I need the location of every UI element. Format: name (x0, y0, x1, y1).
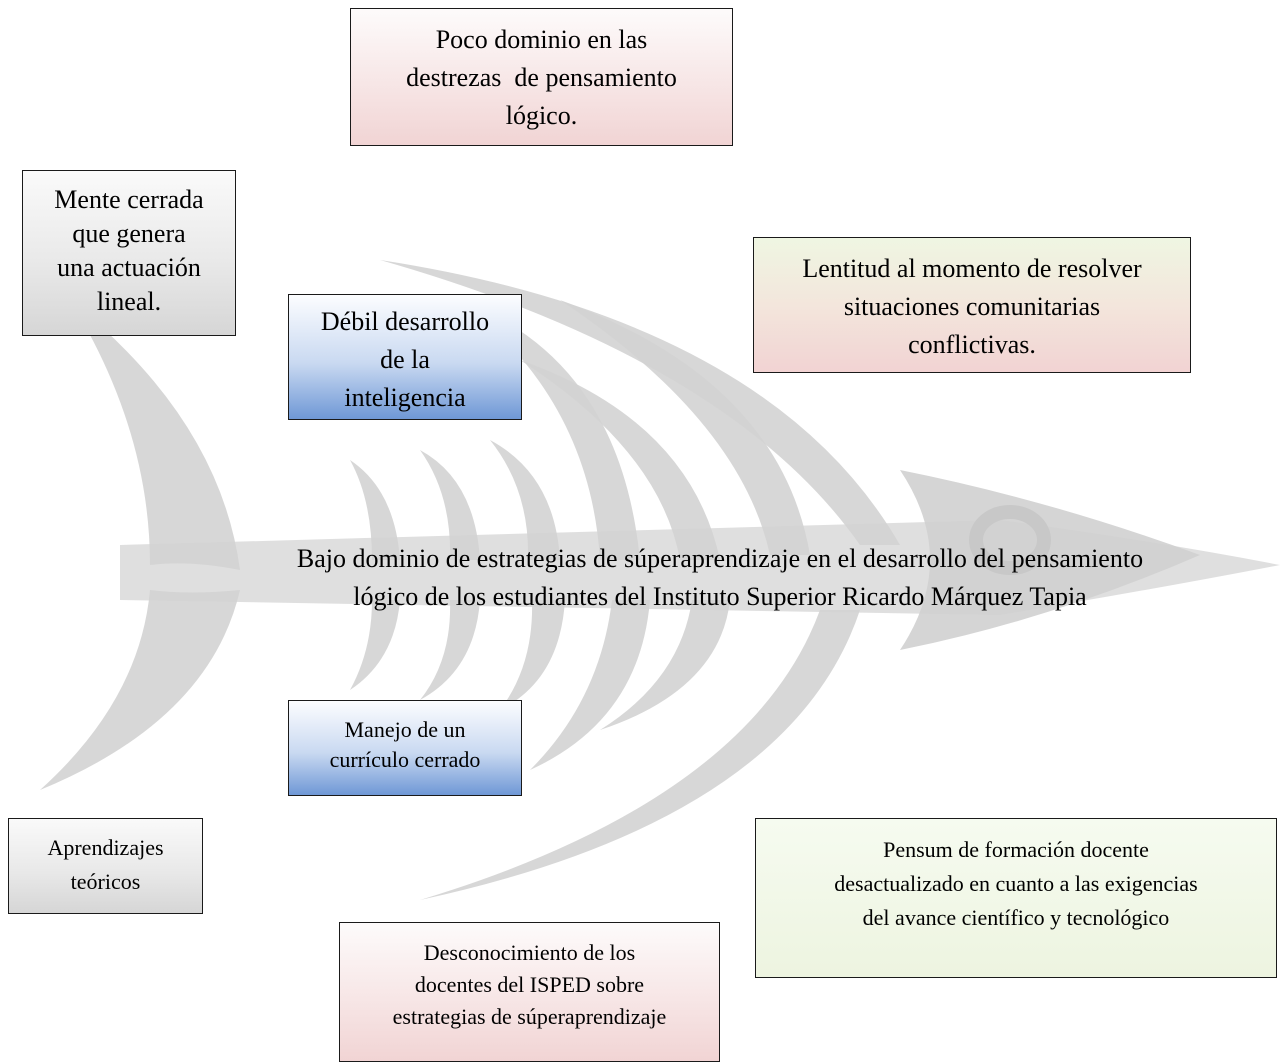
cause-box-debil-desarrollo: Débil desarrollo de la inteligencia (288, 294, 522, 420)
rib-upper-5 (520, 360, 720, 560)
cause-text-line: desactualizado en cuanto a las exigencia… (834, 871, 1198, 896)
cause-text-line: Aprendizajes (47, 835, 164, 860)
rib-lower-4 (530, 600, 650, 770)
rib-upper-6 (560, 300, 810, 555)
rib-upper-2 (420, 450, 480, 560)
main-problem-line: lógico de los estudiantes del Instituto … (353, 582, 1087, 611)
cause-text-line: Manejo de un (344, 717, 466, 742)
cause-box-manejo-curriculo: Manejo de un currículo cerrado (288, 700, 522, 796)
main-problem-line: Bajo dominio de estrategias de súperapre… (296, 544, 1144, 573)
cause-text-line: que genera (72, 219, 186, 248)
fish-tail-lower (40, 590, 240, 790)
cause-box-desconocimiento: Desconocimiento de los docentes del ISPE… (339, 922, 720, 1062)
main-problem-statement: Bajo dominio de estrategias de súperapre… (230, 540, 1210, 616)
cause-text-line: Poco dominio en las (435, 25, 648, 54)
cause-box-mente-cerrada: Mente cerrada que genera una actuación l… (22, 170, 236, 336)
cause-text-line: Débil desarrollo (320, 307, 490, 336)
cause-box-pensum: Pensum de formación docente desactualiza… (755, 818, 1277, 978)
cause-text-line: Desconocimiento de los (423, 940, 636, 965)
cause-box-poco-dominio: Poco dominio en las destrezas de pensami… (350, 8, 733, 146)
cause-text-line: lineal. (96, 287, 162, 316)
rib-upper-7 (380, 260, 900, 545)
cause-text-line: del avance científico y tecnológico (862, 905, 1170, 930)
cause-text-line: Mente cerrada (54, 185, 204, 214)
cause-text-line: de la (380, 345, 430, 374)
rib-upper-1 (350, 460, 400, 560)
fish-head (900, 470, 1200, 650)
rib-lower-2 (420, 600, 480, 700)
fish-tail-upper (70, 300, 240, 570)
cause-text-line: una actuación (57, 253, 201, 282)
cause-text-line: Lentitud al momento de resolver (802, 254, 1142, 283)
rib-lower-6 (420, 610, 860, 900)
cause-text-line: conflictivas. (908, 330, 1036, 359)
cause-text-line: Pensum de formación docente (883, 837, 1149, 862)
rib-lower-5 (600, 600, 730, 730)
cause-box-aprendizajes: Aprendizajes teóricos (8, 818, 203, 914)
rib-lower-1 (350, 600, 400, 690)
cause-box-lentitud: Lentitud al momento de resolver situacio… (753, 237, 1191, 373)
cause-text-line: destrezas de pensamiento (406, 63, 677, 92)
cause-text-line: estrategias de súperaprendizaje (392, 1004, 667, 1029)
cause-text-line: situaciones comunitarias (843, 292, 1101, 321)
cause-text-line: docentes del ISPED sobre (414, 972, 645, 997)
cause-text-line: lógico. (505, 101, 578, 130)
rib-upper-4 (460, 300, 640, 560)
rib-lower-3 (500, 600, 565, 710)
cause-text-line: currículo cerrado (329, 747, 481, 772)
rib-upper-3 (490, 440, 560, 560)
cause-text-line: teóricos (70, 869, 141, 894)
cause-text-line: inteligencia (344, 383, 466, 412)
fish-eye (969, 505, 1051, 575)
